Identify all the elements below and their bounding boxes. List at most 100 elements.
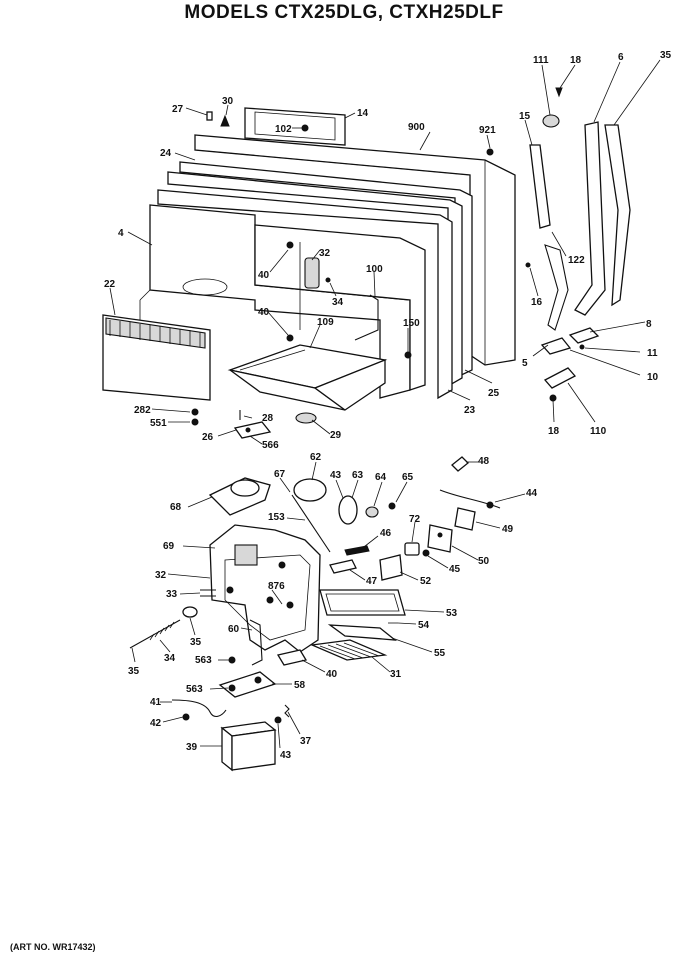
plate-26 [233,421,272,439]
callout-label: 11 [647,348,658,359]
callout-label: 58 [294,680,306,691]
callout-label: 109 [317,317,334,328]
callout-label: 46 [380,528,392,539]
callout-label: 27 [172,104,184,115]
callout-label: 47 [366,576,378,587]
shaft-67 [291,494,331,553]
bushing-64 [365,506,379,518]
callout-label: 60 [228,624,240,635]
callout-label: 26 [202,432,214,443]
callout-label: 18 [548,426,560,437]
callout-label: 29 [330,430,342,441]
callout-label: 282 [134,405,151,416]
callout-label: 921 [479,125,496,136]
bracket-100 [354,294,379,341]
fan-blade-62 [293,478,327,502]
callout-label: 41 [150,697,162,708]
nut-42 [182,713,190,721]
callout-label: 45 [449,564,461,575]
callout-label: 48 [478,456,490,467]
spring-34 [129,619,181,649]
evaporator-cover-68 [208,477,271,516]
nut-65 [388,502,396,510]
freezer-pan [227,344,388,411]
callout-labels: 27 30 14 102 900 921 111 18 6 35 15 24 4… [104,50,672,761]
callout-label: 24 [160,148,172,159]
callout-label: 33 [166,589,178,600]
callout-label: 72 [409,514,421,525]
bracket-40-lower [276,649,308,666]
callout-label: 31 [390,669,402,680]
callout-label: 37 [300,736,312,747]
callout-label: 65 [402,472,414,483]
callout-label: 34 [164,653,176,664]
callout-label: 153 [268,512,285,523]
callout-label: 63 [352,470,364,481]
callout-label: 42 [150,718,162,729]
callout-label: 44 [526,488,538,499]
clip-46 [344,545,370,556]
callout-label: 16 [531,297,543,308]
callout-label: 55 [434,648,446,659]
callout-label: 150 [403,318,420,329]
callout-label: 551 [150,418,167,429]
grille-31 [309,639,388,661]
callout-label: 876 [268,581,285,592]
callout-label: 49 [502,524,514,535]
callout-label: 28 [262,413,274,424]
callout-label: 32 [319,248,331,259]
shield-55 [327,624,398,641]
callout-label: 18 [570,55,582,66]
relay-box-39 [220,721,277,772]
callout-label: 14 [357,108,369,119]
fan-motor-63 [338,495,358,525]
door-frame-layers [157,161,473,400]
callout-label: 64 [375,472,387,483]
callout-label: 35 [660,50,672,61]
heater-wire-41 [171,699,227,718]
callout-label: 563 [186,684,203,695]
callout-label: 50 [478,556,490,567]
clamp-48 [451,456,469,472]
art-number: (ART NO. WR17432) [10,942,96,952]
callout-label: 54 [418,620,430,631]
callout-label: 8 [646,319,652,330]
callout-label: 35 [190,637,202,648]
foot-29 [295,412,317,424]
plug-72 [404,542,420,556]
drain-trough-53 [319,589,406,616]
clip-37 [284,704,290,718]
block-52 [379,554,403,581]
terminal-50 [427,524,453,553]
callout-label: 22 [104,279,116,290]
grille-panel [102,314,211,401]
callout-label: 40 [258,270,270,281]
screw-45 [422,549,430,557]
callout-label: 15 [519,111,531,122]
pin-33 [200,589,216,597]
cabinet-liner [194,134,516,366]
callout-label: 39 [186,742,198,753]
callout-label: 40 [326,669,338,680]
callout-label: 62 [310,452,322,463]
callout-label: 40 [258,307,270,318]
right-hinge-parts [525,87,631,402]
diagram-title: MODELS CTX25DLG, CTXH25DLF [184,2,504,23]
callout-label: 67 [274,469,286,480]
callout-label: 566 [262,440,279,451]
callout-label: 563 [195,655,212,666]
callout-label: 34 [332,297,344,308]
callout-label: 6 [618,52,624,63]
plug-150 [404,351,412,359]
rod-60 [249,619,263,666]
callout-label: 43 [330,470,342,481]
cap-35 [182,606,198,618]
callout-label: 43 [280,750,292,761]
callout-label: 32 [155,570,167,581]
callout-label: 100 [366,264,383,275]
top-bracket [244,107,346,146]
callout-label: 5 [522,358,528,369]
bracket-49 [454,507,476,531]
callout-label: 4 [118,228,124,239]
